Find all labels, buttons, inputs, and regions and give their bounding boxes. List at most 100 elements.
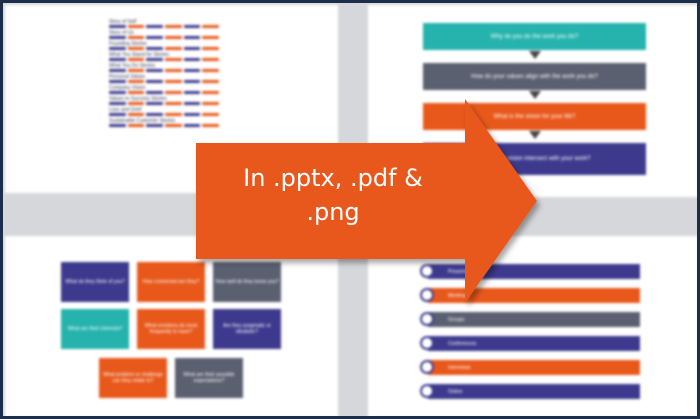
circle-icon bbox=[420, 384, 434, 398]
story-list-heading: Story of Self bbox=[109, 19, 137, 25]
tag-bar bbox=[165, 25, 182, 28]
story-tag-bars bbox=[109, 47, 220, 51]
tag-bar bbox=[109, 25, 126, 28]
tag-bar bbox=[127, 47, 145, 50]
tag-bar bbox=[183, 69, 201, 72]
flow-arrow-icon bbox=[529, 51, 541, 59]
tag-bar bbox=[127, 124, 145, 127]
story-tag-bars bbox=[109, 36, 220, 40]
tag-bar bbox=[165, 47, 182, 50]
tag-bar bbox=[146, 69, 164, 72]
tag-bar bbox=[109, 36, 126, 39]
tag-bar bbox=[146, 36, 164, 39]
circle-icon bbox=[420, 264, 434, 278]
tag-bar bbox=[202, 25, 220, 28]
story-tag-bars bbox=[109, 102, 220, 106]
tag-bar bbox=[183, 124, 201, 127]
story-list-heading: Company Vision bbox=[109, 85, 146, 91]
format-label: In .pptx, .pdf & .png bbox=[203, 161, 463, 229]
story-list-heading: Story of Us bbox=[109, 30, 134, 36]
tag-bar bbox=[183, 25, 201, 28]
story-list-heading: Founding Stories bbox=[109, 41, 147, 47]
slide-preview-audience-grid: What do they think of you? How connected… bbox=[5, 236, 338, 416]
tag-bar bbox=[165, 36, 182, 39]
flow-step-1: Why do you do the work you do? bbox=[423, 23, 646, 50]
story-tag-bars bbox=[109, 113, 220, 117]
timeline-row: Conferences bbox=[428, 336, 640, 351]
tag-bar bbox=[127, 69, 145, 72]
tag-bar bbox=[165, 80, 182, 83]
tag-bar bbox=[109, 113, 126, 116]
flow-arrow-icon bbox=[529, 131, 541, 139]
tag-bar bbox=[109, 91, 126, 94]
circle-icon bbox=[420, 360, 434, 374]
flow-step-2: How do your values align with the work y… bbox=[423, 63, 646, 90]
tag-bar bbox=[183, 47, 201, 50]
tag-bar bbox=[146, 47, 164, 50]
format-label-line2: .png bbox=[306, 198, 360, 226]
tag-bar bbox=[165, 124, 182, 127]
tag-bar bbox=[183, 91, 201, 94]
story-list-heading: What You Do Stories bbox=[109, 63, 156, 69]
timeline-row: Meetings bbox=[428, 288, 640, 303]
tag-bar bbox=[127, 91, 145, 94]
tag-bar bbox=[109, 69, 126, 72]
tag-bar bbox=[202, 80, 220, 83]
tag-bar bbox=[202, 102, 220, 105]
tag-bar bbox=[146, 124, 164, 127]
tag-bar bbox=[183, 36, 201, 39]
tag-bar bbox=[146, 113, 164, 116]
tag-bar bbox=[127, 80, 145, 83]
audience-box: What emotions do most frequently to have… bbox=[137, 309, 205, 349]
circle-icon bbox=[420, 288, 434, 302]
flow-arrow-icon bbox=[529, 91, 541, 99]
circle-icon bbox=[420, 336, 434, 350]
tag-bar bbox=[165, 91, 182, 94]
tag-bar bbox=[202, 36, 220, 39]
tag-bar bbox=[183, 102, 201, 105]
tag-bar bbox=[165, 58, 182, 61]
audience-box: What are their interests? bbox=[61, 309, 129, 349]
timeline-row: Online bbox=[428, 384, 640, 399]
tag-bar bbox=[202, 124, 220, 127]
story-list-heading: What You Stand for Stories bbox=[109, 52, 170, 58]
story-tag-bars bbox=[109, 58, 220, 62]
tag-bar bbox=[146, 91, 164, 94]
tag-bar bbox=[127, 36, 145, 39]
tag-bar bbox=[127, 113, 145, 116]
story-tag-bars bbox=[109, 69, 220, 73]
audience-box: What problem or challenge can they relat… bbox=[99, 358, 167, 398]
tag-bar bbox=[202, 113, 220, 116]
story-list-heading: Loss and Grief bbox=[109, 107, 142, 113]
audience-box: How well do they know you? bbox=[213, 262, 281, 302]
tag-bar bbox=[146, 80, 164, 83]
audience-box: What do they think of you? bbox=[61, 262, 129, 302]
story-list-heading: Values to Success Stories bbox=[109, 96, 167, 102]
story-tag-bars bbox=[109, 25, 220, 29]
story-tag-bars bbox=[109, 91, 220, 95]
tag-bar bbox=[109, 102, 126, 105]
tag-bar bbox=[127, 102, 145, 105]
tag-bar bbox=[202, 91, 220, 94]
tag-bar bbox=[109, 80, 126, 83]
tag-bar bbox=[109, 58, 126, 61]
tag-bar bbox=[183, 113, 201, 116]
audience-box: How connected are they? bbox=[137, 262, 205, 302]
tag-bar bbox=[127, 58, 145, 61]
timeline-row: Interviews bbox=[428, 360, 640, 375]
tag-bar bbox=[165, 102, 182, 105]
tag-bar bbox=[165, 69, 182, 72]
tag-bar bbox=[109, 124, 126, 127]
tag-bar bbox=[202, 47, 220, 50]
tag-bar bbox=[165, 113, 182, 116]
audience-box: What are their possible expectations? bbox=[175, 358, 243, 398]
slide-preview-timeline: Presentations Meetings Groups Conference… bbox=[368, 236, 697, 416]
timeline-row: Groups bbox=[428, 312, 640, 327]
tag-bar bbox=[146, 102, 164, 105]
audience-box: Are they pragmatic or idealistic? bbox=[213, 309, 281, 349]
story-list-heading: Personal Values bbox=[109, 74, 146, 80]
tag-bar bbox=[202, 69, 220, 72]
flow-step-3: What is the vision for your life? bbox=[423, 103, 646, 130]
